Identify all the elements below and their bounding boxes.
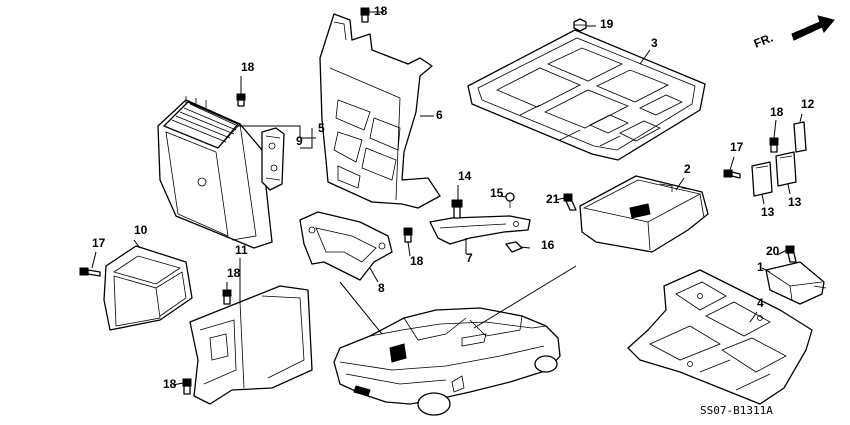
part-15-clip (505, 192, 515, 208)
callout-c13b: 13 (788, 195, 802, 209)
part-1-sensor (765, 261, 827, 305)
part-18-bolt-far-right (769, 137, 779, 153)
part-6-bracket (319, 13, 441, 209)
part-10-control-module (103, 245, 193, 331)
callout-c18c: 18 (770, 105, 784, 119)
callout-c18e: 18 (227, 266, 241, 280)
part-19-nut (573, 18, 587, 32)
part-18-bolt-mid (222, 289, 232, 305)
front-direction-label: FR. (752, 31, 775, 51)
callout-c20: 20 (766, 244, 780, 258)
part-16-nut (505, 241, 523, 253)
callout-c3: 3 (651, 36, 658, 50)
callout-c14: 14 (458, 169, 472, 183)
part-11-housing (189, 285, 313, 405)
callout-c4: 4 (757, 296, 764, 310)
part-7-stay (429, 215, 531, 245)
callout-c1: 1 (757, 260, 764, 274)
part-14-bolt (451, 199, 463, 219)
callout-c12: 12 (801, 97, 815, 111)
part-9-bracket (261, 127, 285, 191)
part-13-relay-a (751, 161, 773, 197)
callout-c5: 5 (318, 121, 325, 135)
callout-c21: 21 (546, 192, 560, 206)
callout-c18a: 18 (374, 4, 388, 18)
callout-c8: 8 (378, 281, 385, 295)
part-20-bolt (785, 245, 797, 263)
part-5-control-unit (157, 96, 273, 249)
part-13-relay-b (775, 151, 797, 187)
part-18-bolt-top (360, 7, 370, 23)
callout-c17a: 17 (730, 140, 744, 154)
callout-c11: 11 (235, 243, 248, 257)
part-3-tray (467, 29, 706, 161)
callout-c16: 16 (541, 238, 555, 252)
front-direction-arrow-icon (791, 15, 835, 41)
car-outline (333, 307, 561, 416)
callout-c9: 9 (296, 134, 303, 148)
part-12-clip (793, 121, 807, 153)
callout-c7: 7 (466, 251, 473, 265)
callout-c13a: 13 (761, 205, 775, 219)
catalog-code: SS07-B1311A (700, 404, 773, 417)
part-17-bolt-left (79, 267, 101, 277)
part-18-bolt-left (236, 93, 246, 107)
callout-c15: 15 (490, 186, 504, 200)
callout-c17b: 17 (92, 236, 106, 250)
part-18-bolt-right (403, 227, 413, 243)
leader-lines (91, 11, 803, 386)
part-21-bolt (563, 193, 577, 211)
part-2-ecu (579, 175, 709, 253)
callout-c18f: 18 (163, 377, 177, 391)
callout-c6: 6 (436, 108, 443, 122)
callout-c10: 10 (134, 223, 148, 237)
callout-c18b: 18 (241, 60, 255, 74)
part-18-bolt-bottom (182, 378, 192, 395)
part-4-base-plate (627, 269, 813, 405)
callout-c2: 2 (684, 162, 691, 176)
callout-c18d: 18 (410, 254, 424, 268)
part-8-stay (299, 211, 393, 281)
part-17-bolt-right (723, 169, 741, 179)
callout-c19: 19 (600, 17, 614, 31)
